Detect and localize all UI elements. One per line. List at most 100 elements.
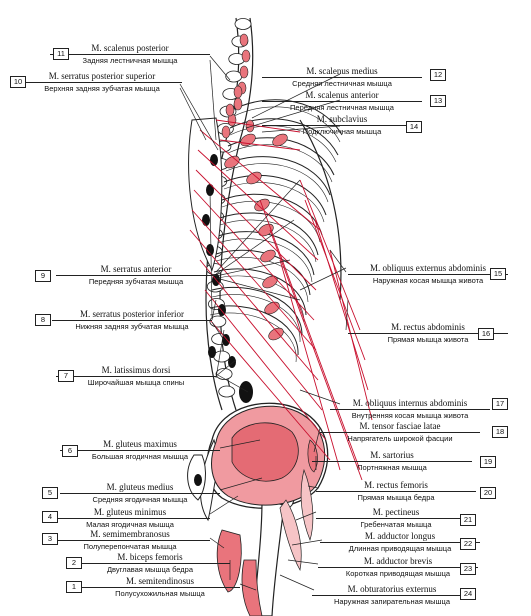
muscles [189,33,373,616]
label-13-scalenus-anterior: M. scalenus anterior Передняя лестничная… [262,91,422,112]
label-1-semitendinosus: M. semitendinosus Полусухожильная мышца [80,577,240,598]
number-box-22: 22 [460,538,476,550]
number-box-4: 4 [42,511,58,523]
label-russian: Длинная приводящая мышца [348,544,452,553]
gluteus-medius-shape [231,422,299,482]
black-attachment [202,214,210,226]
leader-line [287,559,319,565]
leader-line [251,73,341,119]
number-box-1: 1 [66,581,82,593]
leader-line [211,299,217,321]
fiber-line [191,209,317,351]
label-8-serratus-posterior-inferior: M. serratus posterior inferior Нижняя за… [52,310,212,331]
leader-line [179,83,219,151]
label-latin: M. biceps femoris [117,552,183,562]
scalene-attachment [233,97,243,111]
fiber-line [314,219,369,391]
leader-line [209,189,213,319]
label-russian: Широчайшая мышца спины [87,378,185,387]
label-russian: Наружная косая мышца живота [372,276,484,285]
rib-edge [219,219,317,263]
label-russian: Внутренняя косая мышца живота [351,411,469,420]
leader-line [291,539,323,546]
label-24-obturatorius-externus: M. obturatorius externus Наружная запира… [312,585,472,606]
serratus-digitation [246,171,262,185]
leader-line [209,55,231,81]
scalene-attachment [225,103,235,117]
leader-lines [179,55,349,591]
leader-line [329,249,347,273]
number-box-6: 6 [62,445,78,457]
fiber-line [204,289,327,441]
number-box-8: 8 [35,314,51,326]
scalene-attachment [221,125,231,139]
rib-edge [225,163,329,203]
label-russian: Напрягатель широкой фасции [347,434,453,443]
leader-line [215,329,225,379]
fiber-line [195,169,317,291]
rib [229,118,339,156]
number-box-15: 15 [490,268,506,280]
label-russian: Передняя лестничная мышца [290,103,394,112]
rib-edge [231,106,341,143]
label-9-serratus-anterior: M. serratus anterior Передняя зубчатая м… [56,265,216,286]
leader-line [295,511,317,521]
rectus-femoris-shape [300,468,314,542]
black-attachment [228,356,236,368]
fiber-line [199,259,323,411]
label-18-tensor-fasciae-latae: M. tensor fasciae latae Напрягатель широ… [320,422,480,443]
scalene-attachment [233,85,243,99]
rib-edge [229,125,337,163]
fiber-line [219,139,301,151]
label-russian: Подключичная мышца [302,127,382,136]
number-box-12: 12 [430,69,446,81]
label-latin: M. obturatorius externus [347,584,437,594]
semitendinosus-shape [241,559,263,616]
leader-line [245,99,341,129]
label-russian: Нижняя задняя зубчатая мышца [75,322,189,331]
label-latin: M. gluteus medius [106,482,174,492]
rib [213,268,307,316]
label-russian: Средняя ягодичная мышца [92,495,188,504]
rib-edge [217,238,313,283]
scalene-attachment [245,119,255,133]
leader-line [209,537,225,549]
leader-line [215,179,301,273]
label-russian: Наружная запирательная мышца [333,597,451,606]
rib [211,286,303,336]
fiber-line [329,249,373,421]
black-attachment [206,244,214,256]
label-10-serratus-posterior-superior: M. serratus posterior superior Верхняя з… [22,72,182,93]
rib-edge [227,144,333,183]
leader-line [211,321,225,341]
number-box-18: 18 [492,426,508,438]
leader-line [209,495,239,515]
label-19-sartorius: M. sartorius Портняжная мышца [312,451,472,472]
label-17-obliquus-internus: M. obliquus internus abdominis Внутрення… [330,399,490,420]
label-4-gluteus-minimus: M. gluteus minimus Малая ягодичная мышца [50,508,210,529]
leader-line [215,359,237,377]
label-russian: Короткая приводящая мышца [345,569,451,578]
label-russian: Малая ягодичная мышца [86,520,174,529]
label-latin: M. latissimus dorsi [101,365,171,375]
label-latin: M. semitendinosus [125,576,194,586]
rib [215,249,311,296]
leader-line [307,485,319,489]
leader-line [239,583,257,591]
fiber-line [299,179,361,331]
serratus-digitation [262,275,278,289]
label-latin: M. rectus femoris [364,480,428,490]
fiber-line [279,259,341,471]
fiber-line [197,149,319,261]
label-latin: M. rectus abdominis [391,322,465,332]
label-latin: M. semimembranosus [90,529,170,539]
number-box-19: 19 [480,456,496,468]
number-box-21: 21 [460,514,476,526]
label-6-gluteus-maximus: M. gluteus maximus Большая ягодичная мыш… [60,440,220,461]
label-latin: M. gluteus maximus [103,439,177,449]
femur [253,499,285,616]
label-latin: M. sartorius [370,450,414,460]
label-russian: Полусухожильная мышца [115,589,205,598]
label-7-latissimus-dorsi: M. latissimus dorsi Широчайшая мышца спи… [56,366,216,387]
number-box-10: 10 [10,76,26,88]
